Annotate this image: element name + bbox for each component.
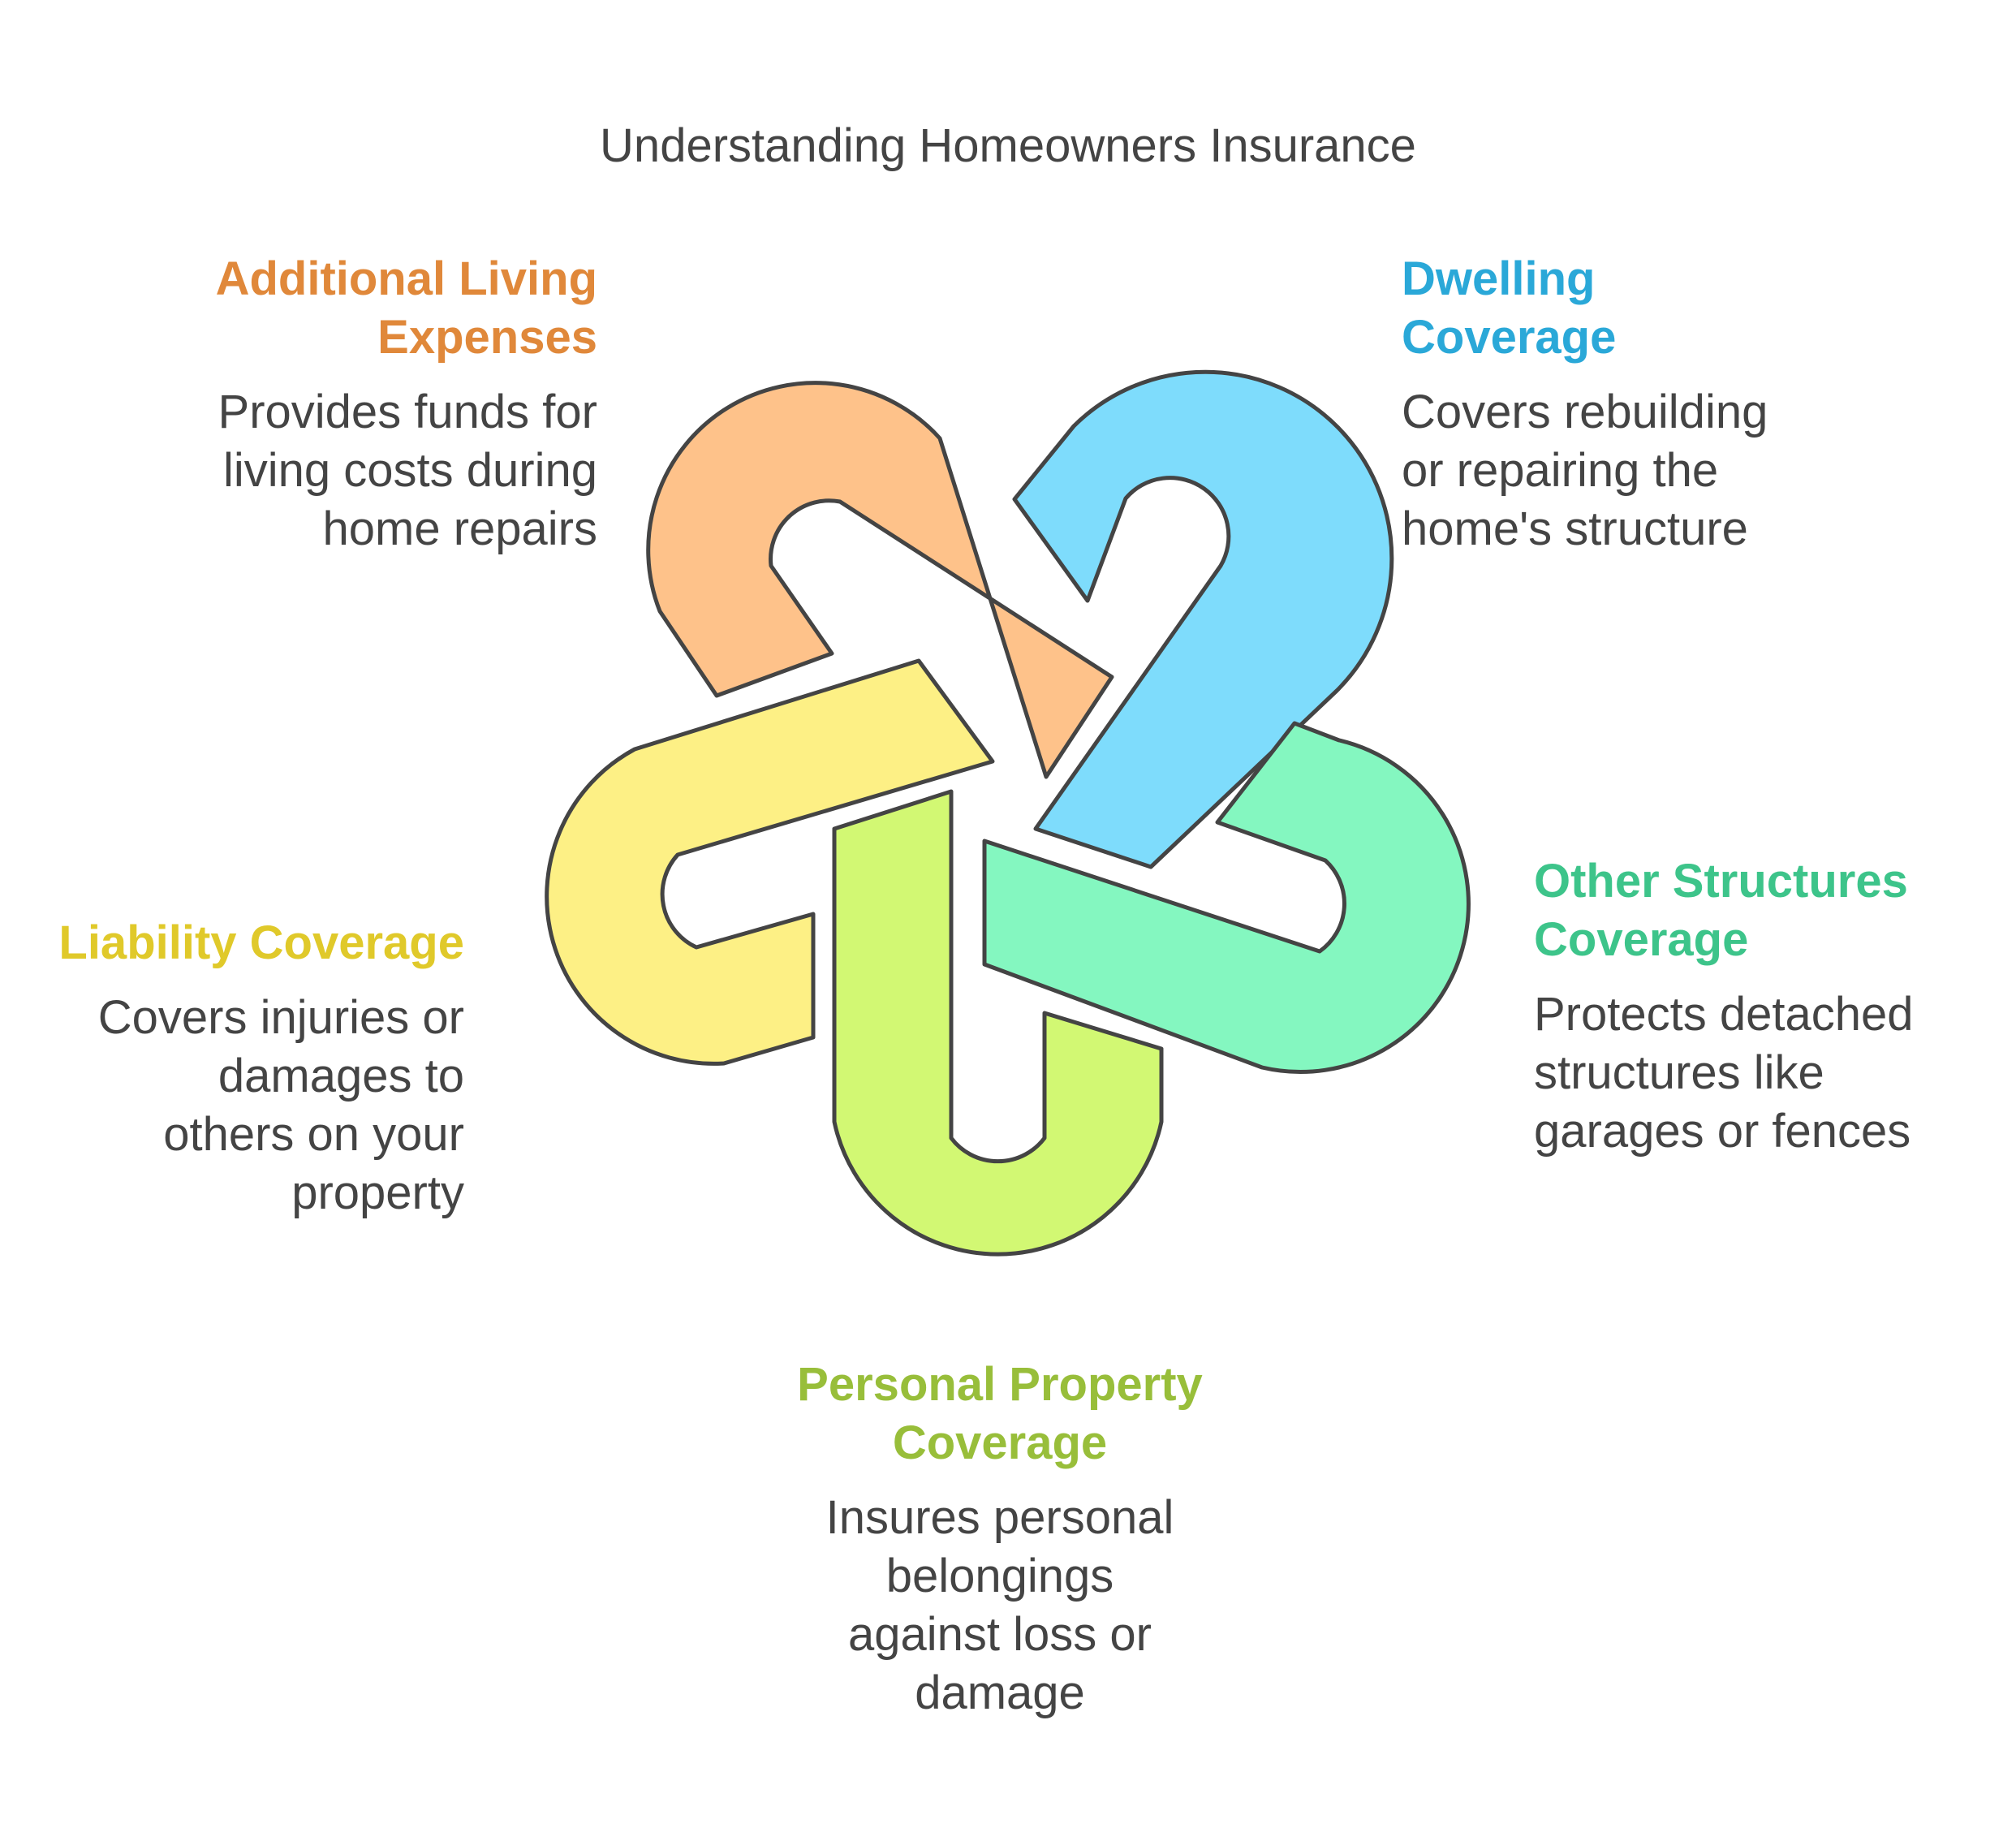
personal-property-coverage-heading: Personal Property Coverage <box>748 1356 1251 1472</box>
other-structures-coverage-description: Protects detached structures like garage… <box>1534 985 2005 1161</box>
other-structures-coverage-block: Other Structures Coverage Protects detac… <box>1534 852 2005 1161</box>
liability-coverage-description: Covers injuries or damages to others on … <box>10 989 464 1222</box>
additional-living-expenses-block: Additional Living Expenses Provides fund… <box>110 250 597 558</box>
personal-property-coverage-description: Insures personal belongings against loss… <box>748 1489 1251 1722</box>
diagram-title: Understanding Homeowners Insurance <box>0 119 2016 173</box>
dwelling-coverage-block: Dwelling Coverage Covers rebuilding or r… <box>1402 250 1856 558</box>
dwelling-coverage-heading: Dwelling Coverage <box>1402 250 1856 367</box>
other-structures-coverage-heading: Other Structures Coverage <box>1534 852 2005 969</box>
personal-property-coverage-block: Personal Property Coverage Insures perso… <box>748 1356 1251 1722</box>
liability-coverage-block: Liability Coverage Covers injuries or da… <box>10 914 464 1222</box>
dwelling-coverage-description: Covers rebuilding or repairing the home'… <box>1402 383 1856 558</box>
additional-living-expenses-heading: Additional Living Expenses <box>110 250 597 367</box>
additional-living-expenses-description: Provides funds for living costs during h… <box>110 383 597 558</box>
liability-coverage-heading: Liability Coverage <box>10 914 464 972</box>
